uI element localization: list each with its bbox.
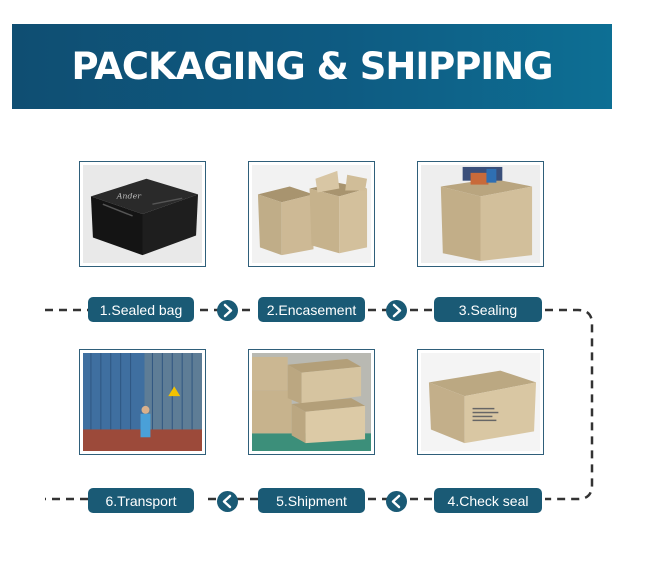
step-label: 3.Sealing — [458, 301, 518, 318]
step-label: 5.Shipment — [276, 492, 347, 509]
photo-encasement — [248, 161, 375, 267]
chevron-right-icon — [386, 300, 407, 321]
chevron-right-icon — [217, 300, 238, 321]
box-brand-text: Ander — [116, 191, 143, 200]
photo-transport — [79, 349, 206, 455]
step-encasement: 2.Encasement — [258, 297, 365, 322]
photo-check-seal — [417, 349, 544, 455]
step-label: 6.Transport — [105, 492, 177, 509]
title-banner: PACKAGING & SHIPPING — [12, 24, 612, 109]
step-shipment: 5.Shipment — [258, 488, 365, 513]
step-sealing: 3.Sealing — [434, 297, 542, 322]
photo-sealed-bag: Ander — [79, 161, 206, 267]
step-sealed-bag: 1.Sealed bag — [88, 297, 194, 322]
step-transport: 6.Transport — [88, 488, 194, 513]
step-check-seal: 4.Check seal — [434, 488, 542, 513]
step-label: 1.Sealed bag — [99, 301, 183, 318]
page-title: PACKAGING & SHIPPING — [71, 45, 553, 88]
step-label: 2.Encasement — [266, 301, 357, 318]
step-label: 4.Check seal — [447, 492, 529, 509]
chevron-left-icon — [386, 491, 407, 512]
photo-shipment — [248, 349, 375, 455]
photo-sealing — [417, 161, 544, 267]
chevron-left-icon — [217, 491, 238, 512]
